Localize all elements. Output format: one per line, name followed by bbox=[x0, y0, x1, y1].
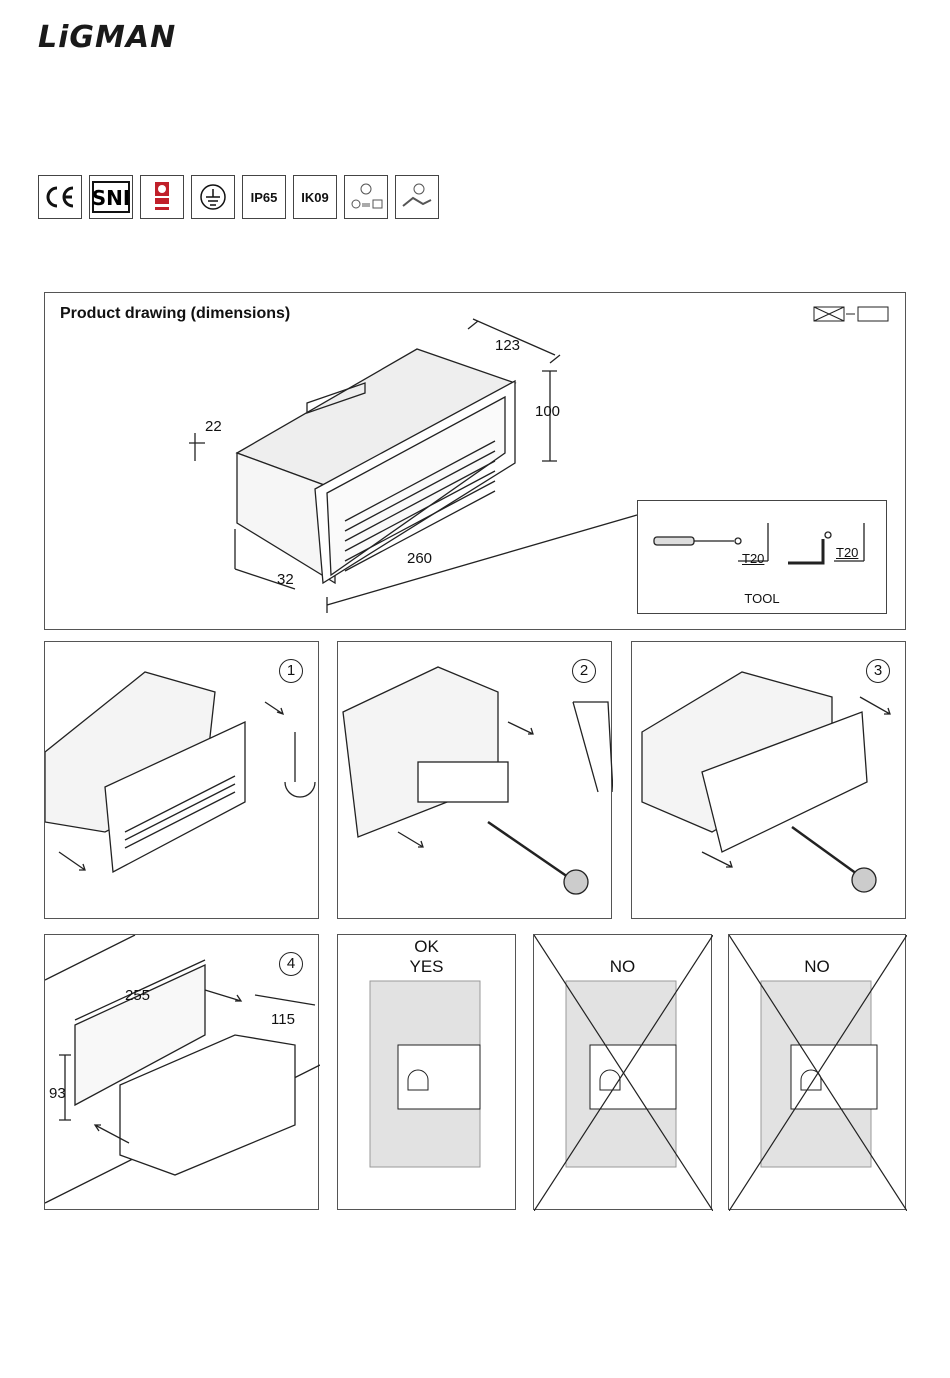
product-drawing-panel: Product drawing (dimensions) 123 100 22 … bbox=[44, 292, 906, 630]
step-1-illustration bbox=[45, 642, 320, 920]
dimension-93: 93 bbox=[49, 1085, 66, 1102]
dimension-22: 22 bbox=[205, 418, 222, 435]
step-2-illustration bbox=[338, 642, 613, 920]
connection-icon bbox=[395, 175, 439, 219]
dimension-255: 255 bbox=[125, 987, 150, 1004]
placement-no-1-panel: NO bbox=[533, 934, 712, 1210]
dimension-260: 260 bbox=[407, 550, 432, 567]
step-4-panel: 4 255 115 93 bbox=[44, 934, 319, 1210]
ip-rating-badge: IP65 bbox=[242, 175, 286, 219]
wall-no-1-illustration bbox=[534, 935, 713, 1211]
earth-ground-icon bbox=[191, 175, 235, 219]
tool-box: T20 T20 TOOL bbox=[637, 500, 887, 614]
dimension-32: 32 bbox=[277, 571, 294, 588]
replacement-icon bbox=[813, 305, 889, 328]
certification-row: SNI IP65 IK09 bbox=[38, 175, 439, 219]
step-3-illustration bbox=[632, 642, 907, 920]
wall-ok-illustration bbox=[338, 935, 517, 1211]
placement-no-2-panel: NO bbox=[728, 934, 906, 1210]
svg-text:SNI: SNI bbox=[92, 186, 130, 210]
step-2-panel: 2 bbox=[337, 641, 612, 919]
voltage-icon bbox=[344, 175, 388, 219]
tool-label: TOOL bbox=[638, 591, 886, 606]
ik-rating-badge: IK09 bbox=[293, 175, 337, 219]
brand-logo: LiGMAN bbox=[38, 20, 176, 55]
ce-mark-icon bbox=[38, 175, 82, 219]
step-3-panel: 3 bbox=[631, 641, 906, 919]
tool-t20-label-a: T20 bbox=[742, 551, 764, 566]
dimension-115: 115 bbox=[271, 1011, 295, 1028]
quality-mark-icon bbox=[140, 175, 184, 219]
dimension-123: 123 bbox=[495, 337, 520, 354]
dimension-100: 100 bbox=[535, 403, 560, 420]
tool-t20-label-b: T20 bbox=[836, 545, 858, 560]
sni-mark-icon: SNI bbox=[89, 175, 133, 219]
placement-ok-panel: OK YES bbox=[337, 934, 516, 1210]
wall-no-2-illustration bbox=[729, 935, 907, 1211]
step-4-illustration bbox=[45, 935, 320, 1211]
step-1-panel: 1 bbox=[44, 641, 319, 919]
